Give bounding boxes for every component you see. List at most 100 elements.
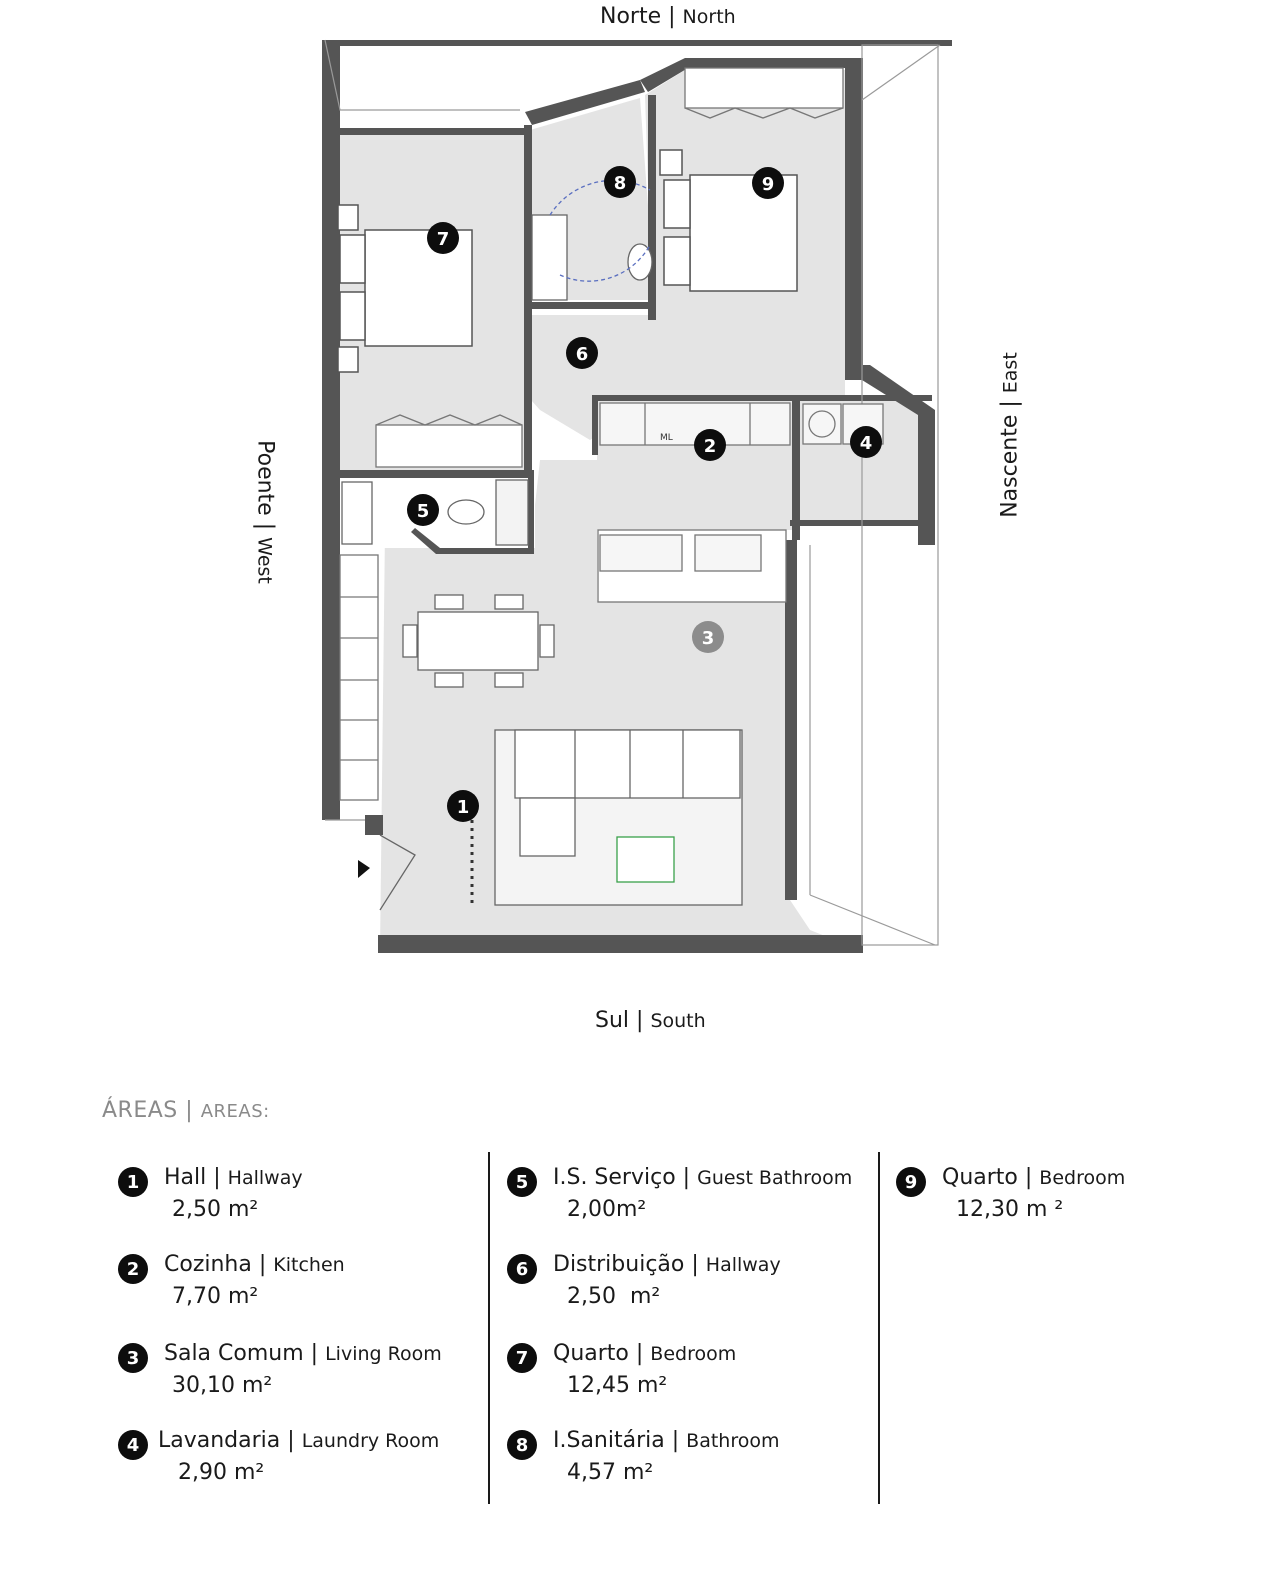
room-markers: 1 2 3 4 5 6 7 8 9 (407, 166, 882, 822)
walls (322, 40, 952, 953)
dining-table (417, 611, 539, 671)
room-marker-1: 1 (447, 790, 479, 822)
kitchen-left-wall (592, 395, 598, 455)
legend-room-name: Cozinha | Kitchen (164, 1252, 345, 1277)
nightstand (337, 346, 359, 373)
compass-south: Sul | South (595, 1008, 706, 1033)
areas-title-sep: | (185, 1098, 194, 1123)
pillow (339, 234, 366, 284)
plan-label-ml: ML (660, 433, 673, 443)
sofa (514, 729, 741, 799)
bottom-wall (378, 935, 863, 953)
toilet (627, 243, 653, 281)
guest-toilet (447, 499, 485, 525)
legend-room-area: 30,10 m² (172, 1373, 273, 1398)
compass-north-pt: Norte (600, 4, 662, 29)
dryer (842, 403, 884, 445)
areas-title-pt: ÁREAS (102, 1098, 178, 1123)
legend-room-area: 12,45 m² (567, 1373, 668, 1398)
coffee-table (616, 836, 675, 883)
compass-separator: | (668, 4, 676, 29)
bathroom-fixtures (341, 179, 653, 546)
wardrobes (339, 67, 844, 801)
laundry-angled-wall (845, 365, 935, 545)
kitchen-counter (599, 402, 791, 446)
room-marker-2: 2 (694, 429, 726, 461)
top-wall (322, 40, 952, 46)
svg-text:8: 8 (614, 173, 627, 194)
east-wall-upper (845, 58, 863, 368)
legend-number: 6 (507, 1254, 537, 1284)
terraces (324, 39, 941, 946)
legend-room-name: Lavandaria | Laundry Room (158, 1428, 440, 1453)
legend-room-name: Hall | Hallway (164, 1165, 303, 1190)
nightstand (659, 149, 683, 176)
room-marker-7: 7 (427, 222, 459, 254)
legend-room-area: 4,57 m² (567, 1460, 654, 1485)
legend-number: 2 (118, 1254, 148, 1284)
compass-north: Norte | North (600, 4, 736, 29)
floor-plan: ML 1 2 3 4 5 6 7 8 (322, 39, 952, 953)
guest-bath-top (338, 470, 533, 478)
entry-door (358, 834, 416, 911)
pillow (339, 291, 366, 341)
guest-bath-right (528, 470, 534, 550)
hallway-6-floor (495, 315, 695, 440)
svg-text:6: 6 (576, 344, 589, 365)
legend-room-name: Distribuição | Hallway (553, 1252, 781, 1277)
bed-room-7 (364, 229, 473, 347)
pillow (663, 236, 691, 286)
legend-room-name: Quarto | Bedroom (553, 1341, 737, 1366)
kitchen-top-wall (592, 395, 932, 401)
svg-text:3: 3 (702, 628, 715, 649)
legend-number: 9 (896, 1167, 926, 1197)
legend-number: 5 (507, 1167, 537, 1197)
legend-room-area: 2,50 m² (567, 1284, 661, 1309)
shower-tray (531, 214, 568, 301)
pillow (663, 179, 691, 229)
legend-column-divider (878, 1152, 880, 1504)
svg-text:7: 7 (437, 229, 450, 250)
room-marker-5: 5 (407, 494, 439, 526)
svg-text:9: 9 (762, 174, 775, 195)
kitchen-units (597, 402, 884, 603)
room-marker-4: 4 (850, 426, 882, 458)
bathroom-8-top-wall (525, 80, 645, 125)
guest-bath-angled (411, 528, 534, 554)
compass-south-pt: Sul (595, 1008, 630, 1033)
guest-sink (341, 481, 373, 545)
areas-title: ÁREAS | AREAS: (102, 1098, 270, 1123)
chaise (519, 797, 576, 857)
room-marker-6: 6 (566, 337, 598, 369)
bed-room-9 (689, 174, 798, 292)
bedroom-7-top-wall (338, 128, 528, 135)
areas-title-en: AREAS: (200, 1101, 270, 1122)
legend-room-area: 2,00m² (567, 1197, 647, 1222)
compass-north-en: North (682, 6, 736, 28)
compass-south-en: South (650, 1010, 706, 1032)
entry-wall (365, 815, 383, 835)
legend-number: 1 (118, 1167, 148, 1197)
compass-separator: | (636, 1008, 644, 1033)
svg-text:4: 4 (860, 433, 873, 454)
west-wall (322, 40, 340, 820)
room-marker-3: 3 (692, 621, 724, 653)
legend-column-divider (488, 1152, 490, 1504)
room-marker-9: 9 (752, 167, 784, 199)
legend-room-area: 2,90 m² (178, 1460, 265, 1485)
legend-number: 8 (507, 1430, 537, 1460)
kitchen-laundry-wall (792, 400, 800, 540)
bedroom-9-top-wall (640, 58, 862, 92)
legend-number: 4 (118, 1430, 148, 1460)
legend-room-area: 7,70 m² (172, 1284, 259, 1309)
legend-room-name: I.S. Serviço | Guest Bathroom (553, 1165, 853, 1190)
sink (694, 534, 762, 572)
partition-8-9 (648, 95, 656, 320)
svg-text:1: 1 (457, 797, 470, 818)
legend-room-area: 2,50 m² (172, 1197, 259, 1222)
living-furniture (402, 594, 743, 906)
partition-7-8 (524, 125, 532, 470)
hob (599, 534, 683, 572)
east-wall-lower (785, 540, 797, 900)
legend-number: 3 (118, 1343, 148, 1373)
